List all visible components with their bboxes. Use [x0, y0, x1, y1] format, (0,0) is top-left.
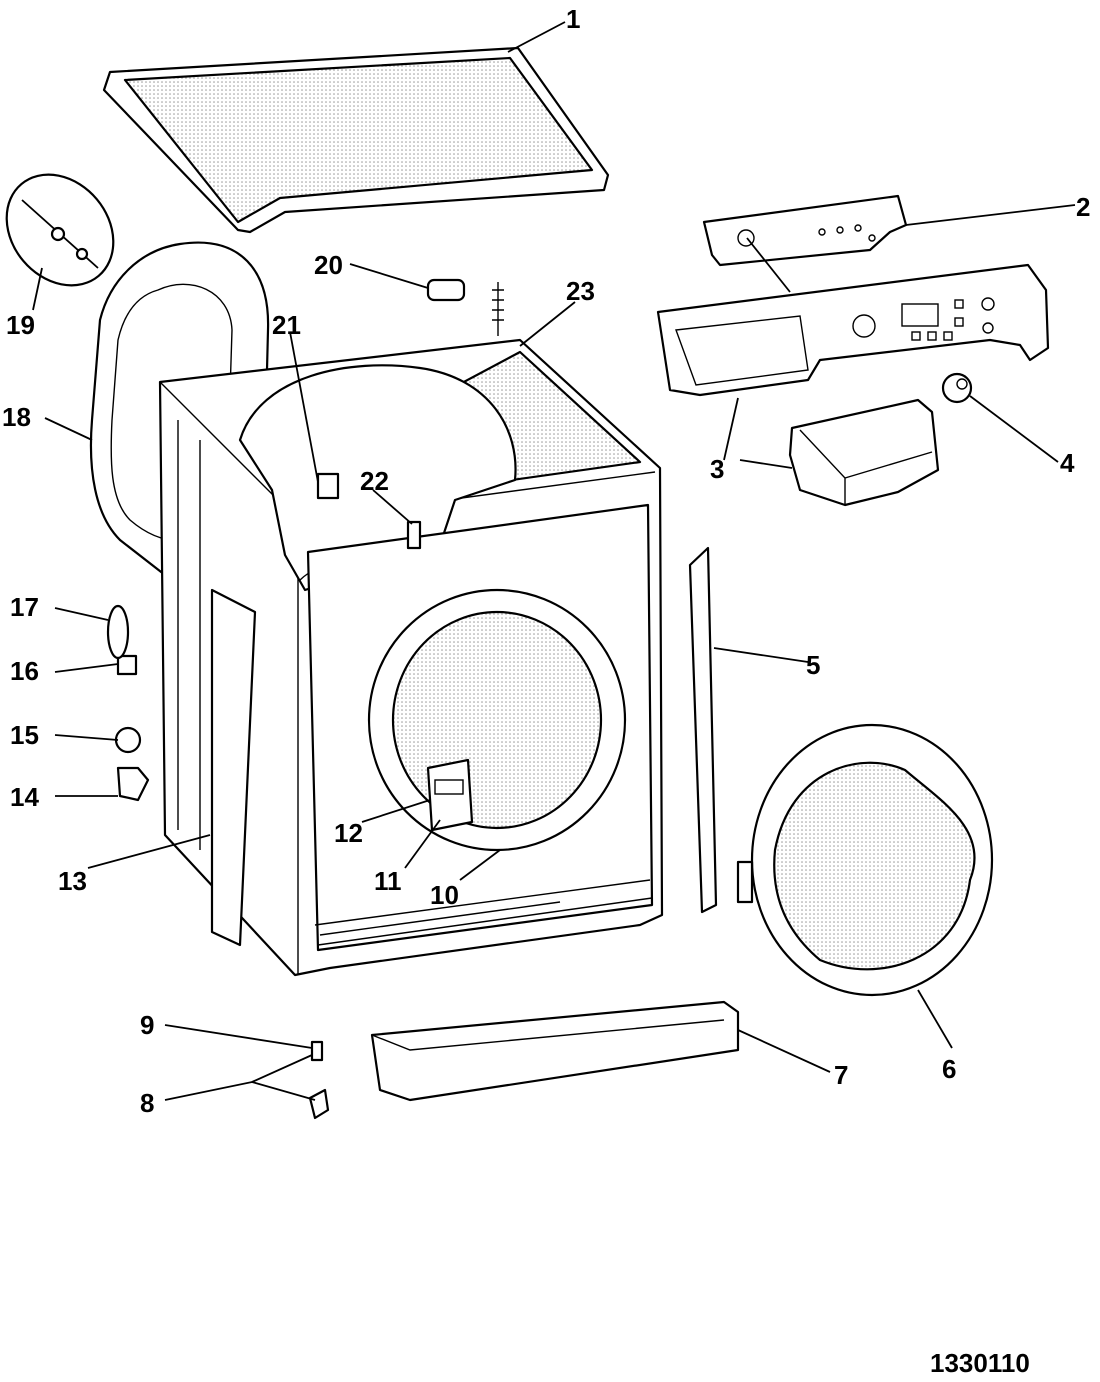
- control-panel-fascia-part: [656, 263, 1050, 397]
- callout-12: 12: [334, 818, 363, 848]
- callout-19: 19: [6, 310, 35, 340]
- cabinet-part: [158, 338, 664, 977]
- callout-13: 13: [58, 866, 87, 896]
- drawing-number: 1330110: [930, 1348, 1030, 1378]
- control-board-part: [702, 194, 908, 267]
- callout-3-panel: 3: [710, 454, 724, 484]
- callout-11: 11: [374, 866, 402, 896]
- callout-6: 6: [942, 1054, 956, 1084]
- callout-4: 4: [1060, 448, 1075, 478]
- callout-15: 15: [10, 720, 39, 750]
- callout-14: 14: [10, 782, 39, 812]
- door-interlock-part: [426, 758, 474, 832]
- callout-8: 8: [140, 1088, 154, 1118]
- small-parts: [106, 278, 504, 1120]
- top-lid-part: [102, 46, 610, 234]
- front-trim-strip-part: [688, 546, 718, 914]
- door-part: [736, 723, 994, 997]
- callout-1: 1: [566, 4, 580, 34]
- callout-18: 18: [2, 402, 31, 432]
- callout-5: 5: [806, 650, 820, 680]
- kickplate-part: [370, 1000, 740, 1102]
- callout-16: 16: [10, 656, 39, 686]
- callout-21: 21: [272, 310, 301, 340]
- callout-23: 23: [566, 276, 595, 306]
- callout-2: 2: [1076, 192, 1090, 222]
- callout-17: 17: [10, 592, 39, 622]
- detail-bubble-part: [5, 173, 115, 287]
- callout-7: 7: [834, 1060, 848, 1090]
- detergent-drawer-part: [788, 398, 940, 507]
- leader-lines: [32, 21, 1076, 1101]
- callout-9: 9: [140, 1010, 154, 1040]
- callout-20: 20: [314, 250, 343, 280]
- programme-knob-part: [941, 372, 973, 404]
- side-trim-part: [210, 588, 257, 947]
- callout-22: 22: [360, 466, 389, 496]
- callout-10: 10: [430, 880, 459, 910]
